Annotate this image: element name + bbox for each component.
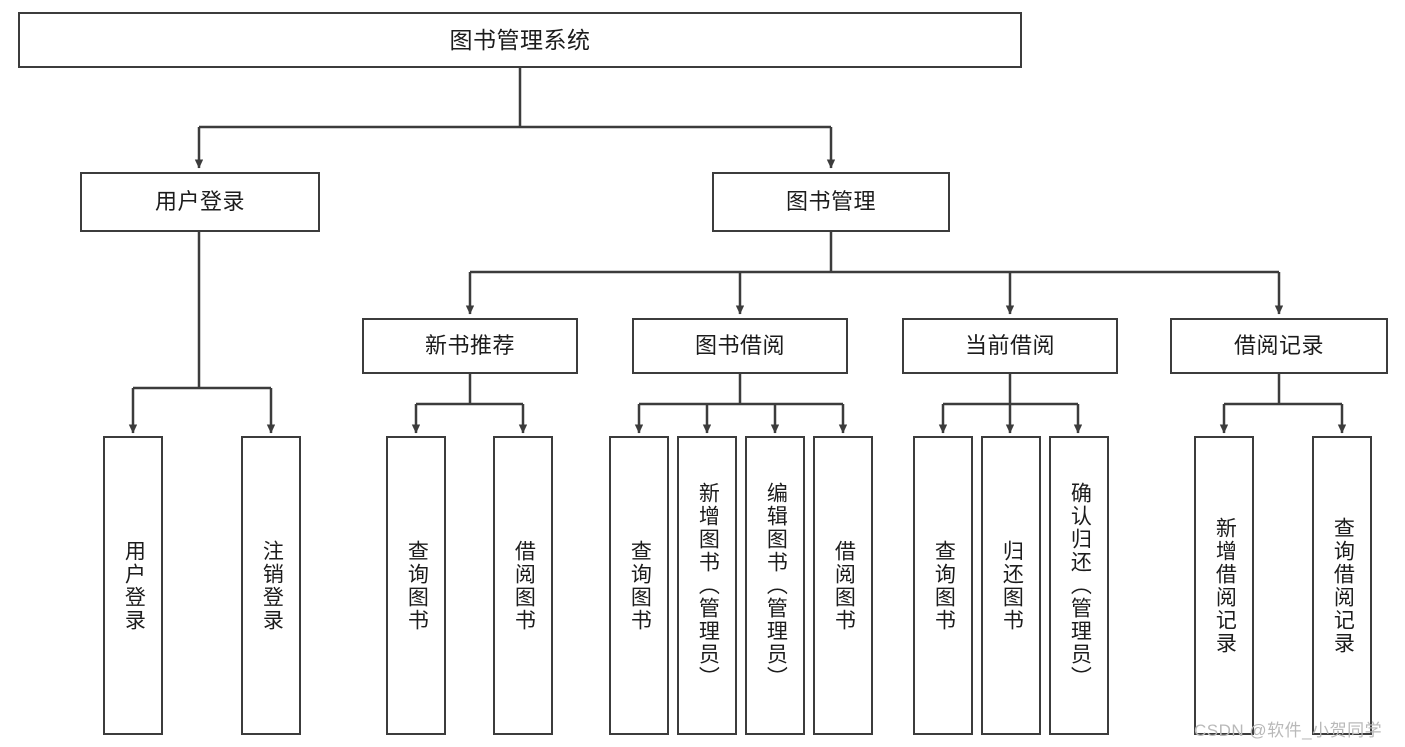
node-borrow-record[interactable]: 借阅记录 xyxy=(1170,318,1388,374)
leaf-logout[interactable]: 注销登录 xyxy=(241,436,301,735)
node-label: 查询借阅记录 xyxy=(1331,516,1355,655)
node-new-book-recommend[interactable]: 新书推荐 xyxy=(362,318,578,374)
node-label: 借阅图书 xyxy=(832,539,856,632)
leaf-user-login[interactable]: 用户登录 xyxy=(103,436,163,735)
node-label: 注销登录 xyxy=(260,539,284,632)
leaf-return-book[interactable]: 归还图书 xyxy=(981,436,1041,735)
node-label: 图书管理 xyxy=(785,188,876,214)
leaf-add-borrow-record[interactable]: 新增借阅记录 xyxy=(1194,436,1254,735)
node-label: 查询图书 xyxy=(405,539,429,632)
leaf-add-book-admin[interactable]: 新增图书（管理员） xyxy=(677,436,737,735)
leaf-borrow-book[interactable]: 借阅图书 xyxy=(813,436,873,735)
leaf-borrow-book-recommend[interactable]: 借阅图书 xyxy=(493,436,553,735)
node-label: 借阅记录 xyxy=(1233,332,1324,358)
node-current-borrow[interactable]: 当前借阅 xyxy=(902,318,1118,374)
node-label: 用户登录 xyxy=(154,188,245,214)
node-label: 图书管理系统 xyxy=(449,26,591,53)
node-label: 确认归还（管理员） xyxy=(1068,482,1092,689)
leaf-query-borrow-record[interactable]: 查询借阅记录 xyxy=(1312,436,1372,735)
node-label: 借阅图书 xyxy=(512,539,536,632)
node-label: 图书借阅 xyxy=(694,332,785,358)
node-book-management[interactable]: 图书管理 xyxy=(712,172,950,232)
leaf-edit-book-admin[interactable]: 编辑图书（管理员） xyxy=(745,436,805,735)
node-label: 查询图书 xyxy=(932,539,956,632)
csdn-watermark: CSDN @软件_小贺同学 xyxy=(1194,721,1383,740)
node-label: 新增图书（管理员） xyxy=(696,482,720,689)
node-label: 查询图书 xyxy=(628,539,652,632)
node-root-system[interactable]: 图书管理系统 xyxy=(18,12,1022,68)
node-label: 归还图书 xyxy=(1000,539,1024,632)
node-label: 编辑图书（管理员） xyxy=(764,482,788,689)
leaf-query-book-recommend[interactable]: 查询图书 xyxy=(386,436,446,735)
leaf-query-book-current[interactable]: 查询图书 xyxy=(913,436,973,735)
leaf-confirm-return-admin[interactable]: 确认归还（管理员） xyxy=(1049,436,1109,735)
node-label: 当前借阅 xyxy=(964,332,1055,358)
node-book-borrow[interactable]: 图书借阅 xyxy=(632,318,848,374)
node-user-login[interactable]: 用户登录 xyxy=(80,172,320,232)
node-label: 新增借阅记录 xyxy=(1213,516,1237,655)
node-label: 新书推荐 xyxy=(424,332,515,358)
node-label: 用户登录 xyxy=(122,539,146,632)
leaf-query-book-borrow[interactable]: 查询图书 xyxy=(609,436,669,735)
